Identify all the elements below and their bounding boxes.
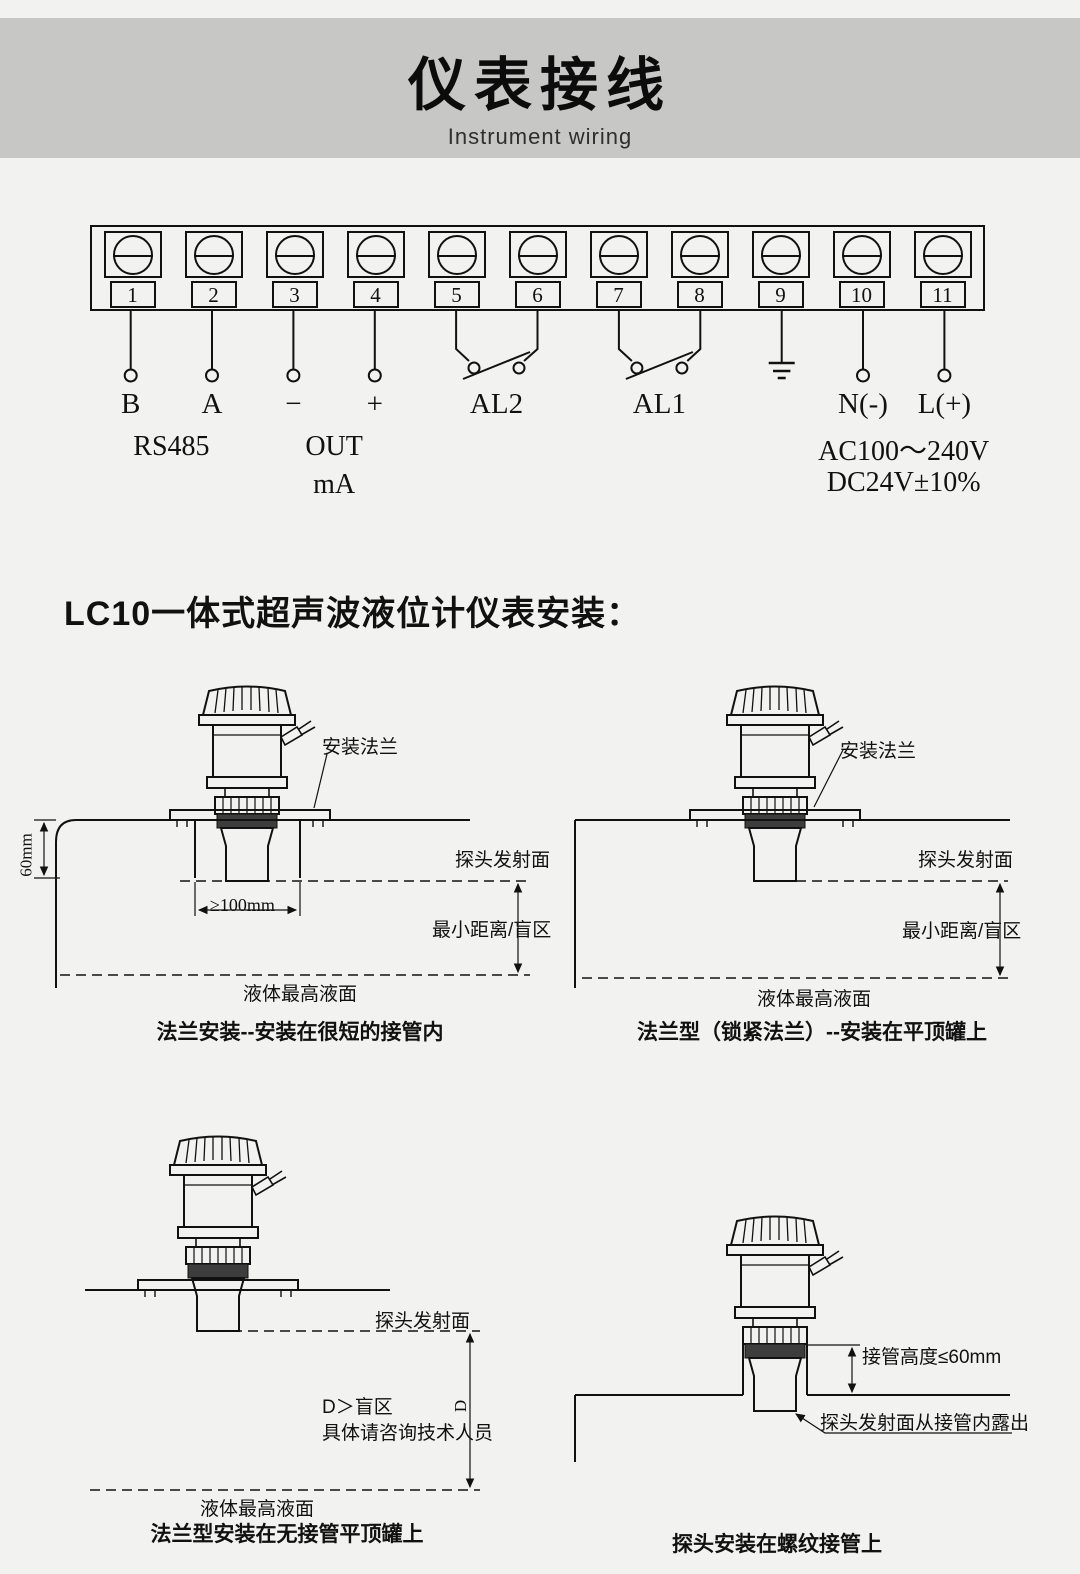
install-section-title: LC10一体式超声波液位计仪表安装： xyxy=(64,595,642,633)
dim-60mm: 60mm xyxy=(16,833,36,877)
wire-label-al2: AL2 xyxy=(469,388,524,420)
page-subtitle: Instrument wiring xyxy=(447,124,633,149)
terminal-number: 10 xyxy=(838,281,885,308)
note-rs485: RS485 xyxy=(133,431,210,462)
ultrasonic-sensor-drawing xyxy=(726,1215,844,1412)
diagram-flange-no-nozzle xyxy=(85,1135,480,1491)
dim-nozzle-height: 接管高度≤60mm xyxy=(862,1347,1002,1368)
terminal-number: 5 xyxy=(433,281,480,308)
wire-label-plus: + xyxy=(366,388,383,420)
terminal-cell: 7 xyxy=(578,227,659,309)
note-out: OUT xyxy=(305,431,363,462)
terminal-cell: 3 xyxy=(254,227,335,309)
diagram-threaded-nozzle xyxy=(574,1215,1012,1462)
label-probe-exposed: 探头发射面从接管内露出 xyxy=(820,1413,1030,1434)
screw-terminal-icon xyxy=(751,231,810,278)
diagram-caption: 探头安装在螺纹接管上 xyxy=(672,1533,882,1556)
terminal-number: 1 xyxy=(109,281,156,308)
tank-and-dimensions xyxy=(34,753,530,988)
tank-and-dimensions xyxy=(574,749,1010,988)
screw-slot-icon xyxy=(112,234,153,275)
screw-terminal-icon xyxy=(346,231,405,278)
screw-slot-icon xyxy=(193,234,234,275)
screw-slot-icon xyxy=(436,234,477,275)
wire-label-al1: AL1 xyxy=(632,388,686,420)
screw-slot-icon xyxy=(517,234,558,275)
dim-d: D xyxy=(451,1399,471,1413)
terminal-number: 3 xyxy=(271,281,318,308)
label-blind-zone: 最小距离/盲区 xyxy=(432,920,552,941)
label-probe-face: 探头发射面 xyxy=(918,850,1014,871)
screw-slot-icon xyxy=(841,234,882,275)
diagram-caption: 法兰安装--安装在很短的接管内 xyxy=(156,1021,444,1044)
screw-slot-icon xyxy=(922,234,963,275)
screw-slot-icon xyxy=(355,234,396,275)
terminal-number: 2 xyxy=(190,281,237,308)
terminal-number: 8 xyxy=(676,281,723,308)
terminal-cell: 11 xyxy=(902,227,983,309)
screw-terminal-icon xyxy=(832,231,891,278)
wire-label-b: B xyxy=(121,388,141,420)
terminal-wires xyxy=(123,311,952,383)
label-mounting-flange: 安装法兰 xyxy=(322,737,399,758)
wire-label-l: L(+) xyxy=(917,388,972,420)
terminal-cell: 6 xyxy=(497,227,578,309)
terminal-cell: 9 xyxy=(740,227,821,309)
wire-label-a: A xyxy=(201,388,223,420)
terminal-number: 6 xyxy=(514,281,561,308)
label-consult-note: 具体请咨询技术人员 xyxy=(322,1423,494,1444)
screw-terminal-icon xyxy=(508,231,567,278)
screw-slot-icon xyxy=(760,234,801,275)
terminal-number: 4 xyxy=(352,281,399,308)
terminal-block: 1 2 3 4 5 6 7 8 9 10 11 xyxy=(90,225,985,311)
screw-terminal-icon xyxy=(913,231,972,278)
note-ma: mA xyxy=(313,469,356,500)
terminal-cell: 8 xyxy=(659,227,740,309)
diagram-locking-flange-flat-tank xyxy=(574,685,1010,988)
screw-slot-icon xyxy=(274,234,315,275)
screw-terminal-icon xyxy=(589,231,648,278)
screw-terminal-icon xyxy=(427,231,486,278)
terminal-cell: 10 xyxy=(821,227,902,309)
screw-slot-icon xyxy=(598,234,639,275)
wire-label-n: N(-) xyxy=(838,388,888,420)
label-mounting-flange: 安装法兰 xyxy=(840,741,917,762)
note-ac-supply: AC100～240V xyxy=(818,436,990,467)
ultrasonic-sensor-drawing xyxy=(198,685,316,882)
label-d-blind-zone: D＞盲区 xyxy=(322,1397,393,1418)
label-liquid-level: 液体最高液面 xyxy=(757,989,872,1010)
header-band: 仪表接线 Instrument wiring xyxy=(0,18,1080,158)
label-liquid-level: 液体最高液面 xyxy=(243,984,358,1005)
earth-ground-icon xyxy=(768,361,795,380)
terminal-number: 9 xyxy=(757,281,804,308)
diagram-caption: 法兰型（锁紧法兰）--安装在平顶罐上 xyxy=(637,1021,987,1044)
terminal-number: 11 xyxy=(919,281,966,308)
terminal-number: 7 xyxy=(595,281,642,308)
screw-slot-icon xyxy=(679,234,720,275)
terminal-cell: 5 xyxy=(416,227,497,309)
page-title: 仪表接线 xyxy=(407,53,672,118)
label-probe-face: 探头发射面 xyxy=(375,1311,471,1332)
label-probe-face: 探头发射面 xyxy=(455,850,551,871)
screw-terminal-icon xyxy=(103,231,162,278)
label-blind-zone: 最小距离/盲区 xyxy=(902,921,1022,942)
tank-and-dimensions xyxy=(574,1344,1012,1462)
tank-and-dimensions xyxy=(85,1279,480,1491)
label-liquid-level: 液体最高液面 xyxy=(200,1499,315,1520)
note-dc-supply: DC24V±10% xyxy=(826,467,981,498)
wire-label-minus: − xyxy=(285,388,302,420)
diagram-flange-short-nozzle xyxy=(34,685,530,988)
ultrasonic-sensor-drawing xyxy=(169,1135,287,1332)
screw-terminal-icon xyxy=(265,231,324,278)
terminal-cell: 4 xyxy=(335,227,416,309)
dim-100mm: ≥100mm xyxy=(210,895,275,915)
terminal-cell: 1 xyxy=(92,227,173,309)
screw-terminal-icon xyxy=(670,231,729,278)
screw-terminal-icon xyxy=(184,231,243,278)
diagram-caption: 法兰型安装在无接管平顶罐上 xyxy=(150,1523,424,1546)
terminal-wiring-drawing xyxy=(123,311,952,383)
terminal-cell: 2 xyxy=(173,227,254,309)
